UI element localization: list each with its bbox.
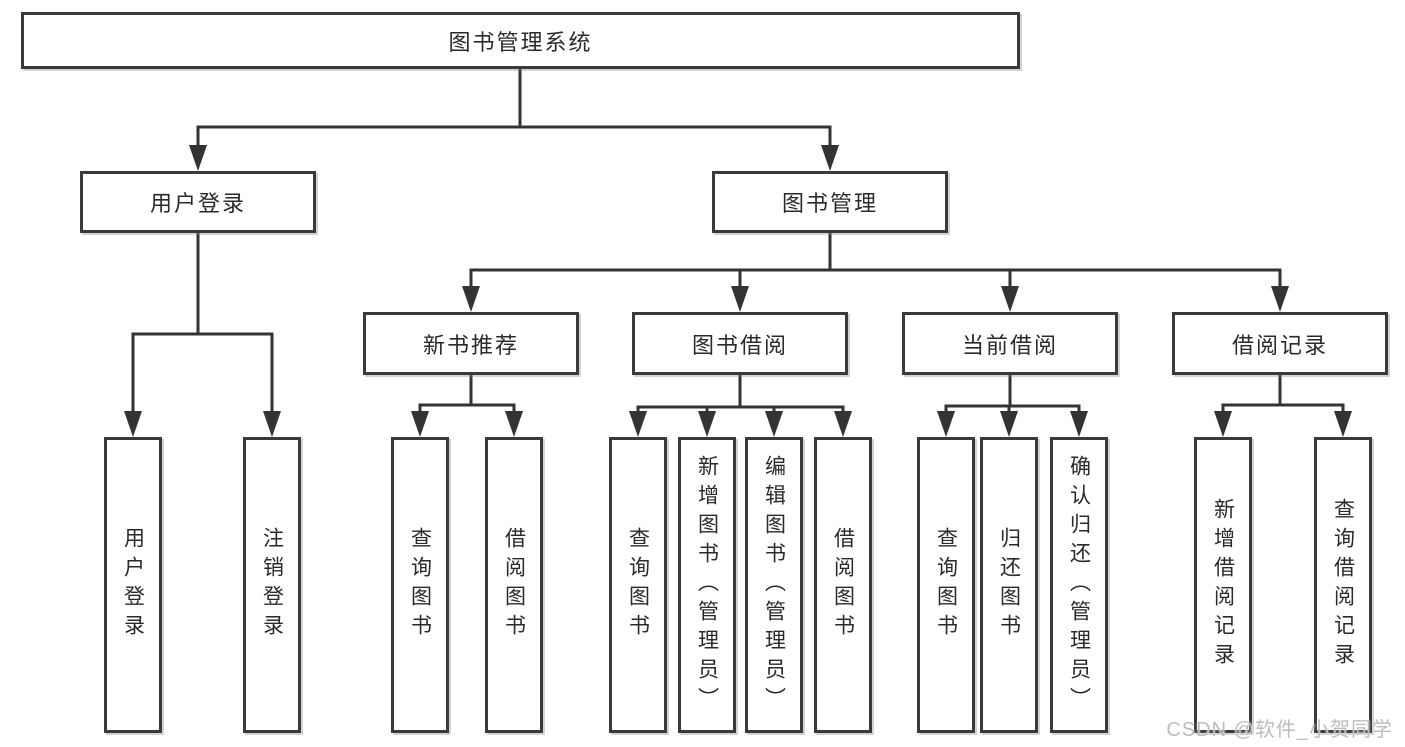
arrowhead	[1000, 411, 1018, 437]
arrowhead	[1214, 411, 1232, 437]
leaf-current-query-books: 查询图书	[917, 437, 975, 733]
node-borrow-records: 借阅记录	[1172, 312, 1388, 375]
arrowhead	[937, 411, 955, 437]
arrowhead	[1001, 286, 1019, 312]
leaf-recommend-borrow-books: 借阅图书	[485, 437, 543, 733]
leaf-borrow-query-books: 查询图书	[609, 437, 667, 733]
arrowhead	[263, 411, 281, 437]
arrowheads	[124, 145, 1352, 437]
leaf-query-borrow-record: 查询借阅记录	[1314, 437, 1372, 733]
leaf-add-borrow-record: 新增借阅记录	[1194, 437, 1252, 733]
arrowhead	[731, 286, 749, 312]
arrowhead	[411, 411, 429, 437]
leaf-add-books-admin: 新增图书（管理员）	[678, 437, 736, 733]
csdn-watermark: CSDN @软件_小贺同学	[1166, 719, 1393, 741]
arrowhead	[1334, 411, 1352, 437]
arrowhead	[821, 145, 839, 171]
leaf-confirm-return-admin: 确认归还（管理员）	[1050, 437, 1108, 733]
node-book-management: 图书管理	[712, 171, 948, 233]
arrowhead	[124, 411, 142, 437]
node-book-borrow: 图书借阅	[632, 312, 848, 375]
leaf-logout: 注销登录	[243, 437, 301, 733]
arrowhead	[765, 411, 783, 437]
arrowhead	[505, 411, 523, 437]
leaf-edit-books-admin: 编辑图书（管理员）	[745, 437, 803, 733]
arrowhead	[1070, 411, 1088, 437]
node-new-book-recommend: 新书推荐	[363, 312, 579, 375]
arrowhead	[698, 411, 716, 437]
arrowhead	[1271, 286, 1289, 312]
connector-root-split	[196, 67, 832, 150]
arrowhead	[189, 145, 207, 171]
node-user-login: 用户登录	[80, 171, 316, 233]
node-library-management-system: 图书管理系统	[21, 12, 1020, 69]
node-current-borrow: 当前借阅	[902, 312, 1118, 375]
connector-level3-splits	[418, 373, 1345, 416]
arrowhead	[834, 411, 852, 437]
arrowhead	[462, 286, 480, 312]
connector-user-login-split	[131, 231, 274, 416]
leaf-recommend-query-books: 查询图书	[391, 437, 449, 733]
leaf-return-books: 归还图书	[980, 437, 1038, 733]
leaf-borrow-books: 借阅图书	[814, 437, 872, 733]
arrowhead	[629, 411, 647, 437]
connector-book-mgmt-split	[469, 231, 1282, 291]
leaf-user-login: 用户登录	[104, 437, 162, 733]
